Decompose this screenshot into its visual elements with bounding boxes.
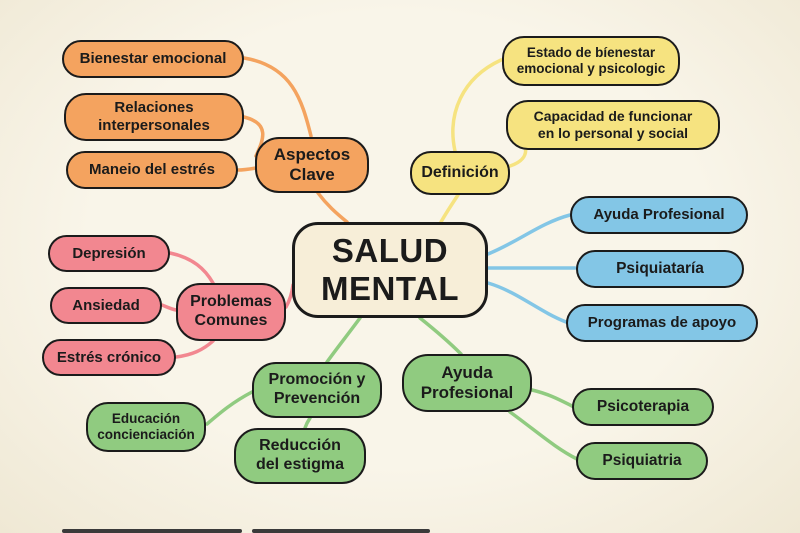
bottom-cropped-line-right xyxy=(252,529,430,533)
node-psiquiatria: Psiquiatria xyxy=(576,442,708,480)
node-programas-de-apoyo: Programas de apoyo xyxy=(566,304,758,342)
edge-ansiedad-problemas xyxy=(160,303,178,312)
bottom-cropped-line-left xyxy=(62,529,242,533)
node-estres-cronico: Estrés crónico xyxy=(42,339,176,376)
edge-ayuda-psiquiatria xyxy=(508,410,579,461)
edge-depresion-problemas xyxy=(168,251,215,285)
node-psicoterapia: Psicoterapia xyxy=(572,388,714,426)
node-ayuda-profesional-verde: Ayuda Profesional xyxy=(402,354,532,412)
edge-center-promocion xyxy=(325,316,362,364)
node-relaciones-interpersonales: Relaciones interpersonales xyxy=(64,93,244,141)
node-educacion-concienciacion: Educación concienciación xyxy=(86,402,206,452)
node-ansiedad: Ansiedad xyxy=(50,287,162,324)
node-promocion-y-prevencion: Promoción y Prevención xyxy=(252,362,382,418)
node-problemas-comunes: Problemas Comunes xyxy=(176,283,286,341)
node-manejo-del-estres: Maneio del estrés xyxy=(66,151,238,189)
node-capacidad-de-funcionar: Capacidad de funcionar en lo personal y … xyxy=(506,100,720,150)
edge-bienestar-aspectos xyxy=(242,56,313,138)
node-psiquiataria: Psiquiataría xyxy=(576,250,744,288)
node-aspectos-clave: Aspectos Clave xyxy=(255,137,369,193)
node-definicion: Definición xyxy=(410,151,510,195)
node-bienestar-emocional: Bienestar emocional xyxy=(62,40,244,78)
edge-promocion-educacion xyxy=(205,390,254,426)
node-reduccion-del-estigma: Reducción del estigma xyxy=(234,428,366,484)
edge-center-programas xyxy=(486,281,568,324)
node-depresion: Depresión xyxy=(48,235,170,272)
edge-manejo-aspectos xyxy=(236,166,258,172)
edge-definicion-estado xyxy=(451,58,503,153)
edge-center-ayuda-blue xyxy=(486,213,572,256)
edge-promocion-reduccion xyxy=(303,416,312,430)
edge-definicion-center xyxy=(439,193,460,224)
edge-aspectos-center xyxy=(316,191,349,224)
edge-center-ayuda-green xyxy=(418,316,463,356)
node-salud-mental: SALUD MENTAL xyxy=(292,222,488,318)
node-estado-de-bienestar: Estado de bíenestar emocional y psicolog… xyxy=(502,36,680,86)
node-ayuda-profesional-azul: Ayuda Profesional xyxy=(570,196,748,234)
edge-ayuda-psicoterapia xyxy=(530,388,574,408)
edge-estres-problemas xyxy=(174,339,215,359)
